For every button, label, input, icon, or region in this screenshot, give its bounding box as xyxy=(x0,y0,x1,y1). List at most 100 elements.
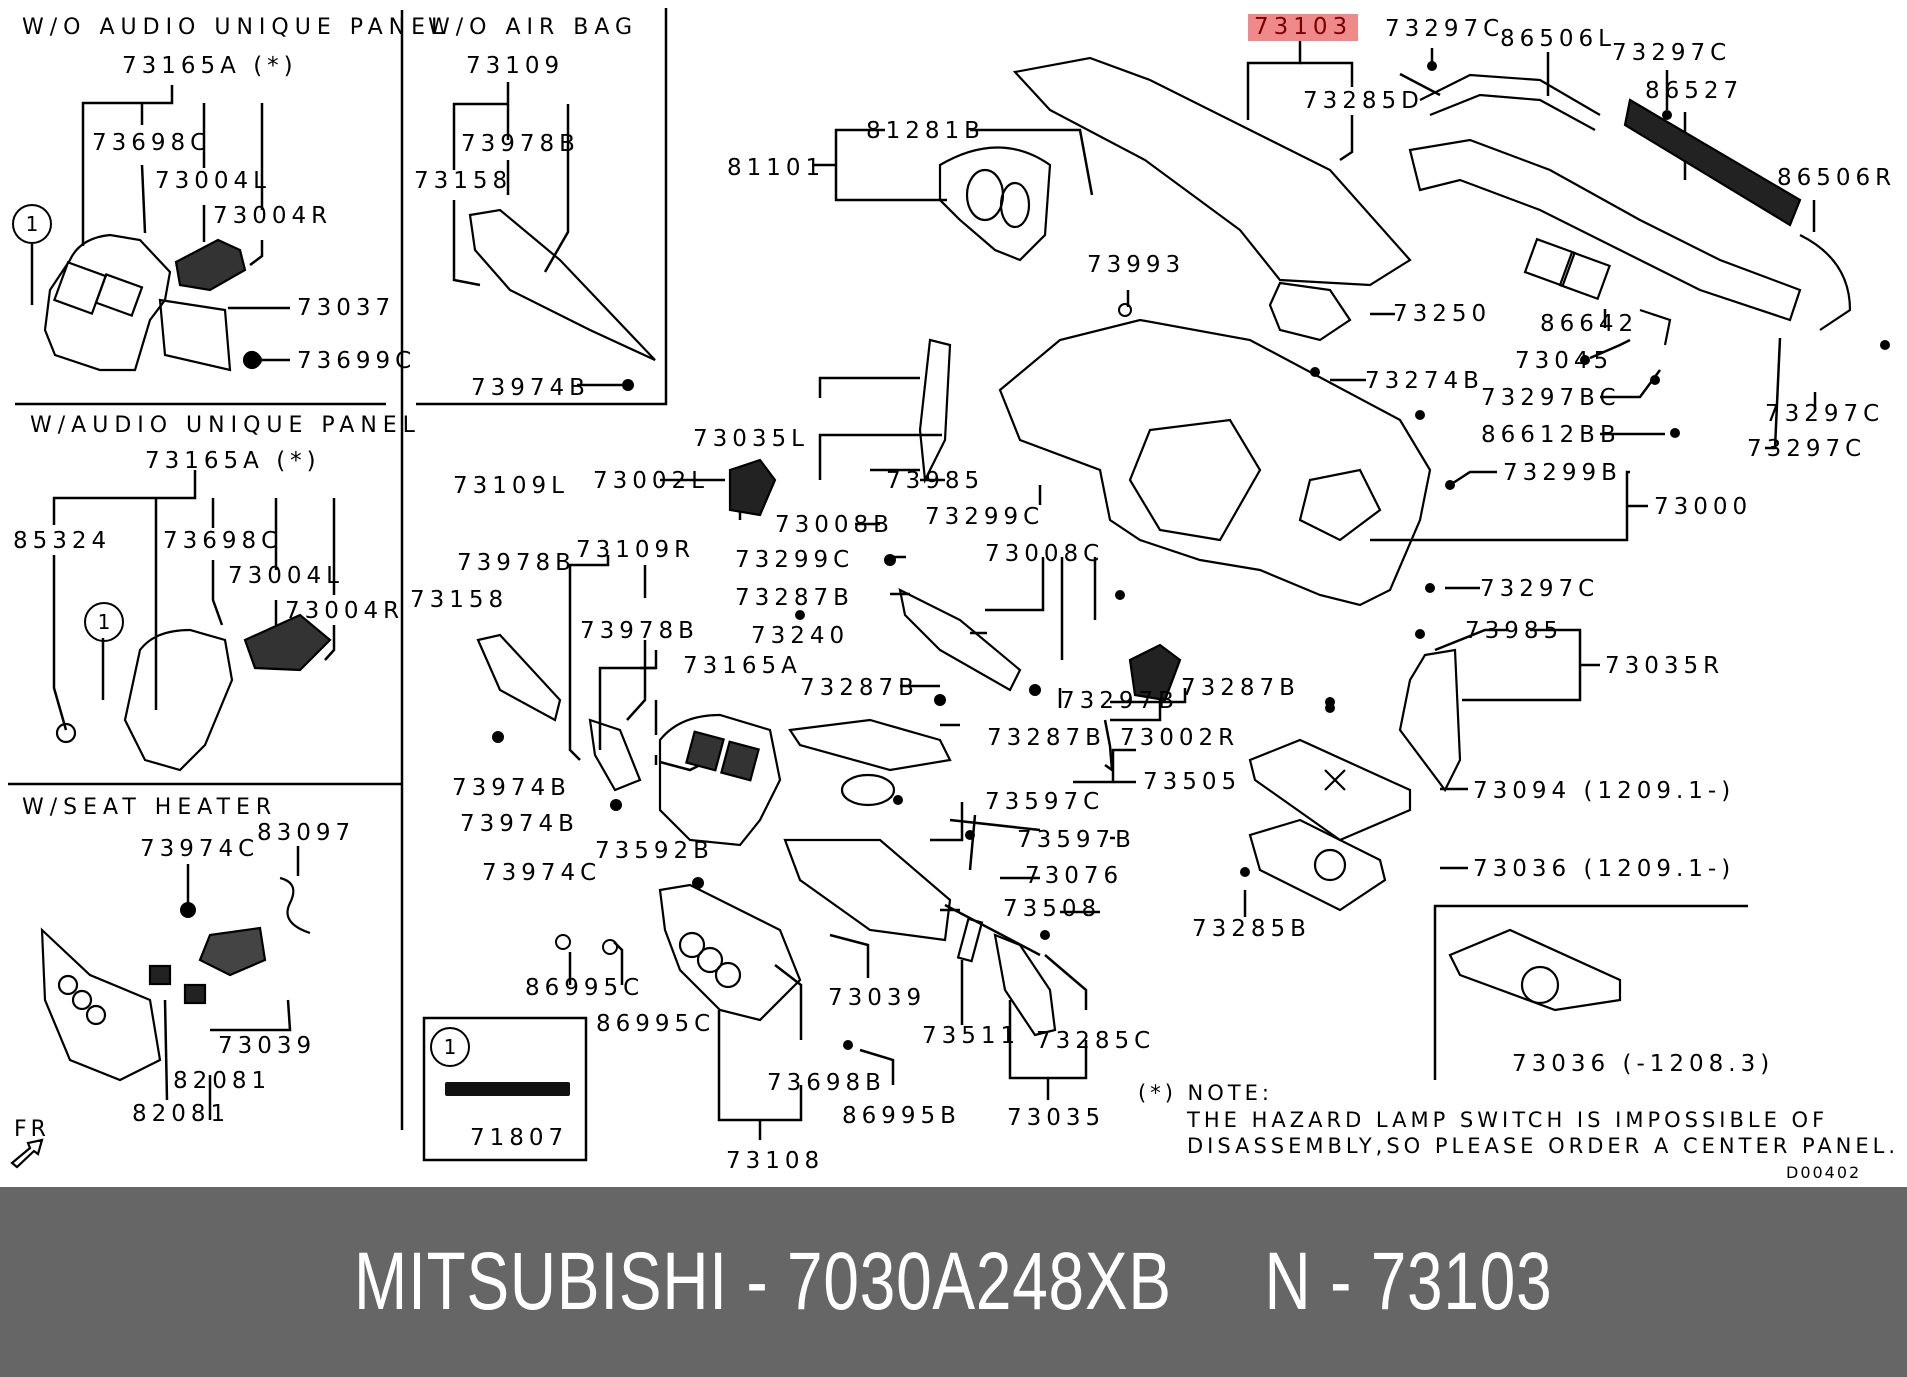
part-label-73165a-w-audio[interactable]: 73165A (*) xyxy=(145,448,321,474)
part-label-73076[interactable]: 73076 xyxy=(1025,863,1124,889)
part-label-73985[interactable]: 73985 xyxy=(1465,618,1564,644)
part-label-73978b[interactable]: 73978B xyxy=(457,550,576,576)
part-label-73274b[interactable]: 73274B xyxy=(1365,368,1484,394)
part-glove-lid-a xyxy=(468,208,656,361)
part-label-82081-b[interactable]: 82081 xyxy=(132,1101,231,1127)
part-label-73978b[interactable]: 73978B xyxy=(580,618,699,644)
part-label-73002l[interactable]: 73002L xyxy=(593,468,709,494)
direction-label: FR xyxy=(14,1117,50,1142)
part-label-73165a-wo-audio[interactable]: 73165A (*) xyxy=(122,53,298,79)
part-label-73109r[interactable]: 73109R xyxy=(576,537,696,563)
part-label-73287b[interactable]: 73287B xyxy=(735,585,854,611)
part-label-86506r[interactable]: 86506R xyxy=(1777,165,1897,191)
part-label-73597b[interactable]: 73597B xyxy=(1017,827,1136,853)
part-label-73004r[interactable]: 73004R xyxy=(213,203,333,229)
part-switch-bezel xyxy=(40,927,162,1082)
part-label-73698c[interactable]: 73698C xyxy=(92,130,212,156)
part-label-73287b[interactable]: 73287B xyxy=(800,675,919,701)
part-label-73505[interactable]: 73505 xyxy=(1143,769,1242,795)
part-label-83097[interactable]: 83097 xyxy=(257,820,356,846)
part-label-73297c[interactable]: 73297C xyxy=(1480,576,1600,602)
part-label-73297c[interactable]: 73297C xyxy=(1612,40,1732,66)
part-glove-box-73508 xyxy=(783,838,952,942)
part-label-73039-sh[interactable]: 73039 xyxy=(218,1033,317,1059)
part-label-86506l[interactable]: 86506L xyxy=(1500,26,1616,52)
part-label-73297c[interactable]: 73297C xyxy=(1765,401,1885,427)
part-label-73004r-b[interactable]: 73004R xyxy=(285,598,405,624)
part-label-73974b[interactable]: 73974B xyxy=(460,811,579,837)
part-label-73108[interactable]: 73108 xyxy=(726,1148,825,1174)
part-label-73109l[interactable]: 73109L xyxy=(453,473,569,499)
airbag-panel-border xyxy=(416,8,668,406)
part-label-73974c[interactable]: 73974C xyxy=(482,860,602,886)
part-label-73297bc[interactable]: 73297BC xyxy=(1481,385,1621,411)
part-label-73285b[interactable]: 73285B xyxy=(1192,916,1311,942)
part-label-73008c[interactable]: 73008C xyxy=(985,541,1105,567)
part-label-73978b[interactable]: 73978B xyxy=(461,131,580,157)
part-label-85324[interactable]: 85324 xyxy=(13,528,112,554)
part-label-73002r[interactable]: 73002R xyxy=(1120,725,1240,751)
part-label-73037[interactable]: 73037 xyxy=(297,295,396,321)
part-label-73297c[interactable]: 73297C xyxy=(1385,16,1505,42)
part-label-73285d[interactable]: 73285D xyxy=(1303,88,1424,114)
part-label-73297b[interactable]: 73297B xyxy=(1060,688,1179,714)
part-label-73698c-b[interactable]: 73698C xyxy=(163,528,283,554)
part-label-73035r[interactable]: 73035R xyxy=(1605,653,1725,679)
part-label-86642[interactable]: 86642 xyxy=(1540,311,1639,337)
emblem-box xyxy=(422,1016,588,1162)
callout-1-icon: 1 xyxy=(84,602,124,642)
part-label-81101[interactable]: 81101 xyxy=(727,155,826,181)
part-label-73000[interactable]: 73000 xyxy=(1654,494,1753,520)
part-label-73158[interactable]: 73158 xyxy=(414,168,513,194)
part-label-73287b[interactable]: 73287B xyxy=(987,725,1106,751)
part-label-86612bb[interactable]: 86612BB xyxy=(1481,422,1621,448)
alt-bracket-box xyxy=(1433,904,1748,1080)
part-label-73993[interactable]: 73993 xyxy=(1087,252,1186,278)
part-label-73109[interactable]: 73109 xyxy=(466,53,565,79)
part-label-73299b[interactable]: 73299B xyxy=(1503,460,1622,486)
part-label-73285c[interactable]: 73285C xyxy=(1036,1028,1156,1054)
part-label-73698b[interactable]: 73698B xyxy=(767,1070,886,1096)
part-label-73511[interactable]: 73511 xyxy=(922,1023,1021,1049)
part-vent-73002l xyxy=(728,458,777,517)
part-label-73004l[interactable]: 73004L xyxy=(155,168,271,194)
part-label-73045[interactable]: 73045 xyxy=(1515,348,1614,374)
part-label-73036[interactable]: 73036 (1209.1-) xyxy=(1473,856,1736,882)
part-label-71807[interactable]: 71807 xyxy=(470,1125,569,1151)
part-label-73299c[interactable]: 73299C xyxy=(925,504,1045,530)
part-label-73974c-sh[interactable]: 73974C xyxy=(140,836,260,862)
part-label-86995c[interactable]: 86995C xyxy=(596,1011,716,1037)
part-label-73094[interactable]: 73094 (1209.1-) xyxy=(1473,778,1736,804)
part-label-82081-a[interactable]: 82081 xyxy=(173,1068,272,1094)
part-label-73158[interactable]: 73158 xyxy=(410,587,509,613)
part-label-73297c[interactable]: 73297C xyxy=(1747,436,1867,462)
parts-diagram: W/O AUDIO UNIQUE PANEL 73165A (*) 73698C… xyxy=(8,8,1897,1182)
part-label-73597c[interactable]: 73597C xyxy=(985,789,1105,815)
part-label-73008b[interactable]: 73008B xyxy=(775,512,894,538)
part-label-86995c[interactable]: 86995C xyxy=(525,975,645,1001)
part-label-73974b[interactable]: 73974B xyxy=(471,375,590,401)
part-label-73299c[interactable]: 73299C xyxy=(735,547,855,573)
section-title-wo-airbag: W/O AIR BAG xyxy=(428,15,639,40)
part-label-73036-alt[interactable]: 73036 (-1208.3) xyxy=(1512,1051,1775,1077)
part-label-73039[interactable]: 73039 xyxy=(828,985,927,1011)
part-label-73699c[interactable]: 73699C xyxy=(297,348,417,374)
part-label-73240[interactable]: 73240 xyxy=(751,623,850,649)
part-label-86527[interactable]: 86527 xyxy=(1645,78,1744,104)
part-label-81281b[interactable]: 81281B xyxy=(866,118,985,144)
part-label-73250[interactable]: 73250 xyxy=(1393,301,1492,327)
part-label-73103-highlighted[interactable]: 73103 xyxy=(1248,14,1359,41)
part-label-73985[interactable]: 73985 xyxy=(886,468,985,494)
part-73511 xyxy=(956,917,984,963)
part-label-86995b[interactable]: 86995B xyxy=(842,1103,961,1129)
part-cover-73035 xyxy=(993,933,1057,1037)
part-label-73165a[interactable]: 73165A xyxy=(683,653,802,679)
part-label-73592b[interactable]: 73592B xyxy=(595,838,714,864)
part-label-73035[interactable]: 73035 xyxy=(1007,1105,1106,1131)
part-label-73974b[interactable]: 73974B xyxy=(452,775,571,801)
part-label-73508[interactable]: 73508 xyxy=(1003,896,1102,922)
part-label-73004l-b[interactable]: 73004L xyxy=(228,563,344,589)
part-label-73035l[interactable]: 73035L xyxy=(693,426,809,452)
section-title-w-audio: W/AUDIO UNIQUE PANEL xyxy=(30,413,421,438)
part-label-73287b[interactable]: 73287B xyxy=(1181,675,1300,701)
